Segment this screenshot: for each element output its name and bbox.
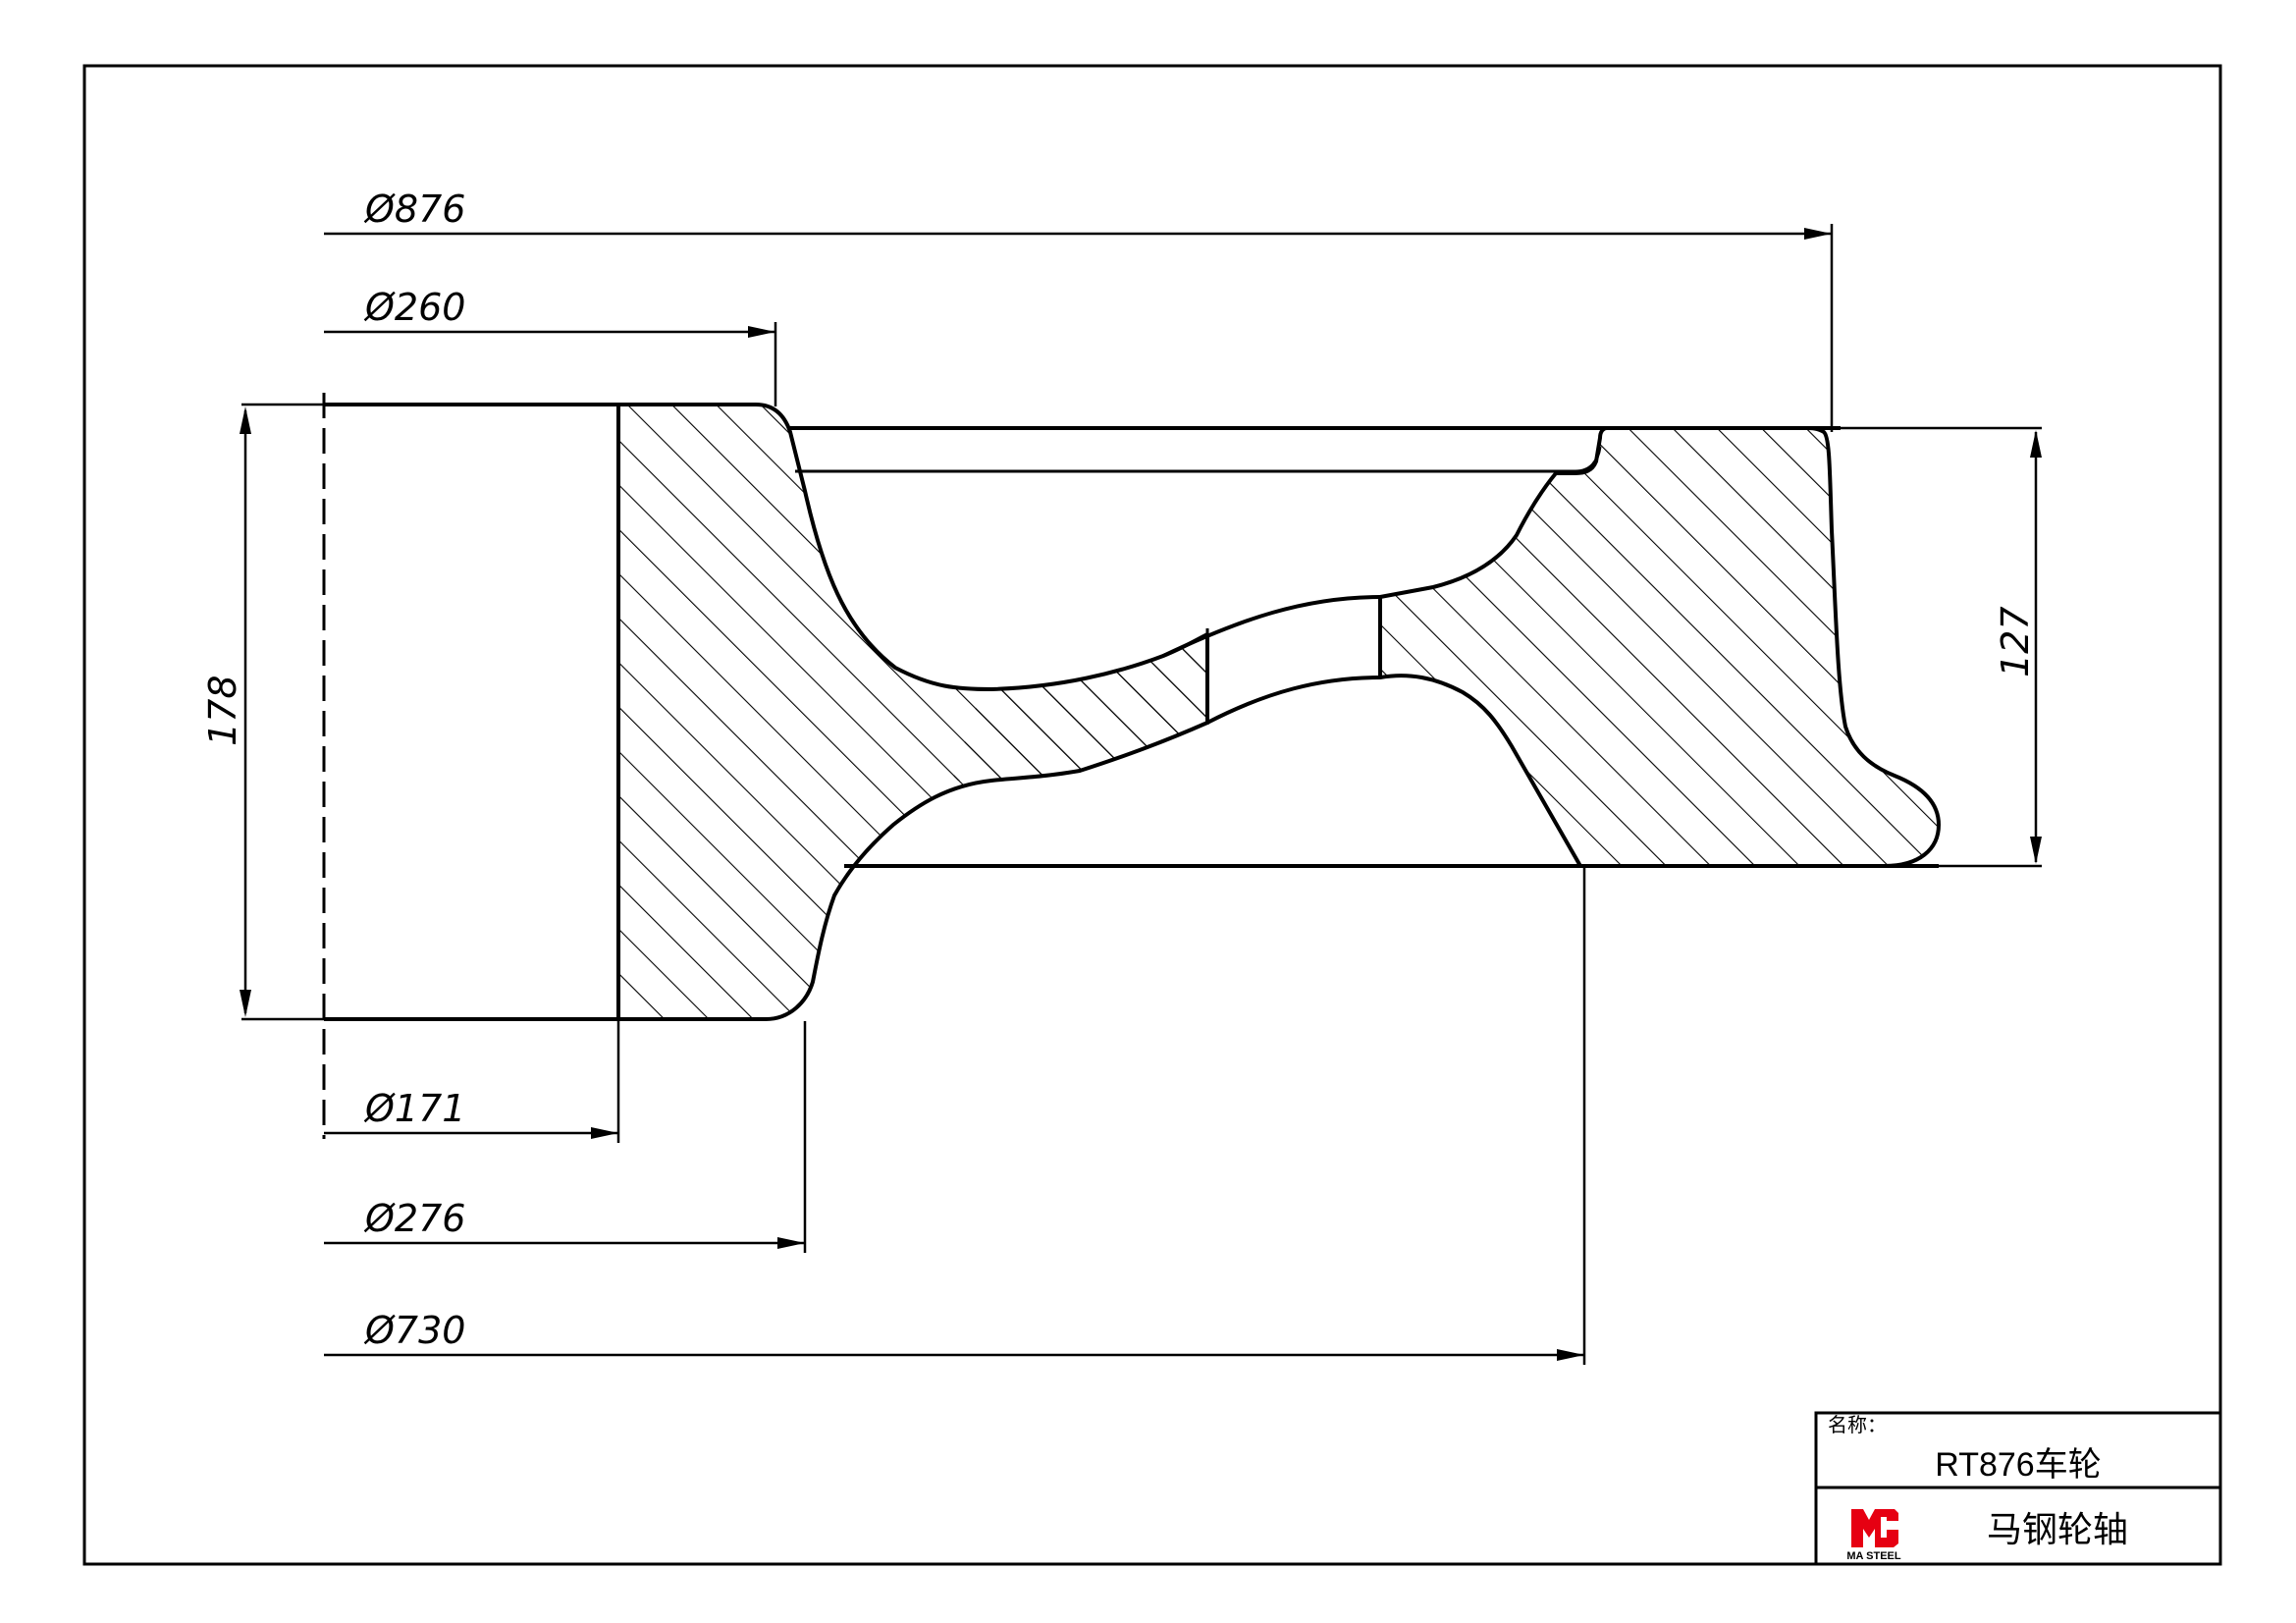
dimension-d876: Ø876 (324, 188, 1834, 432)
dimension-h127: 127 (1832, 426, 2042, 868)
company-name: 马钢轮轴 (1987, 1509, 2128, 1549)
dimension-h127-label: 127 (1994, 606, 2037, 677)
dimension-d276: Ø276 (324, 1021, 807, 1253)
title-name-label: 名称： (1828, 1414, 1887, 1436)
dimension-d276-label: Ø276 (363, 1197, 465, 1240)
dimension-d171-label: Ø171 (363, 1087, 465, 1130)
dimension-h178-label: 178 (201, 675, 244, 746)
dimension-d730: Ø730 (324, 866, 1586, 1365)
dimension-d260: Ø260 (324, 286, 777, 406)
web-upper-curve (1162, 595, 1381, 658)
drawing-border (82, 64, 2222, 1566)
dimension-h178: 178 (201, 403, 324, 1021)
rim-inner-line (795, 446, 1602, 473)
rim-section (1378, 426, 1941, 868)
dimension-d876-label: Ø876 (363, 188, 465, 231)
web-lower-curve (1206, 676, 1381, 725)
dimension-d171: Ø171 (324, 1019, 620, 1143)
dimension-d260-label: Ø260 (363, 286, 465, 329)
logo-text: MA STEEL (1846, 1550, 1900, 1562)
dimension-d730-label: Ø730 (363, 1309, 465, 1352)
title-block: 名称： RT876车轮 MA STEEL 马钢轮轴 (1814, 1411, 2222, 1566)
masteel-logo: MA STEEL (1846, 1509, 1901, 1562)
title-name-value: RT876车轮 (1935, 1446, 2101, 1484)
web-section-left (952, 634, 1207, 781)
wheel-section (324, 403, 1941, 1021)
